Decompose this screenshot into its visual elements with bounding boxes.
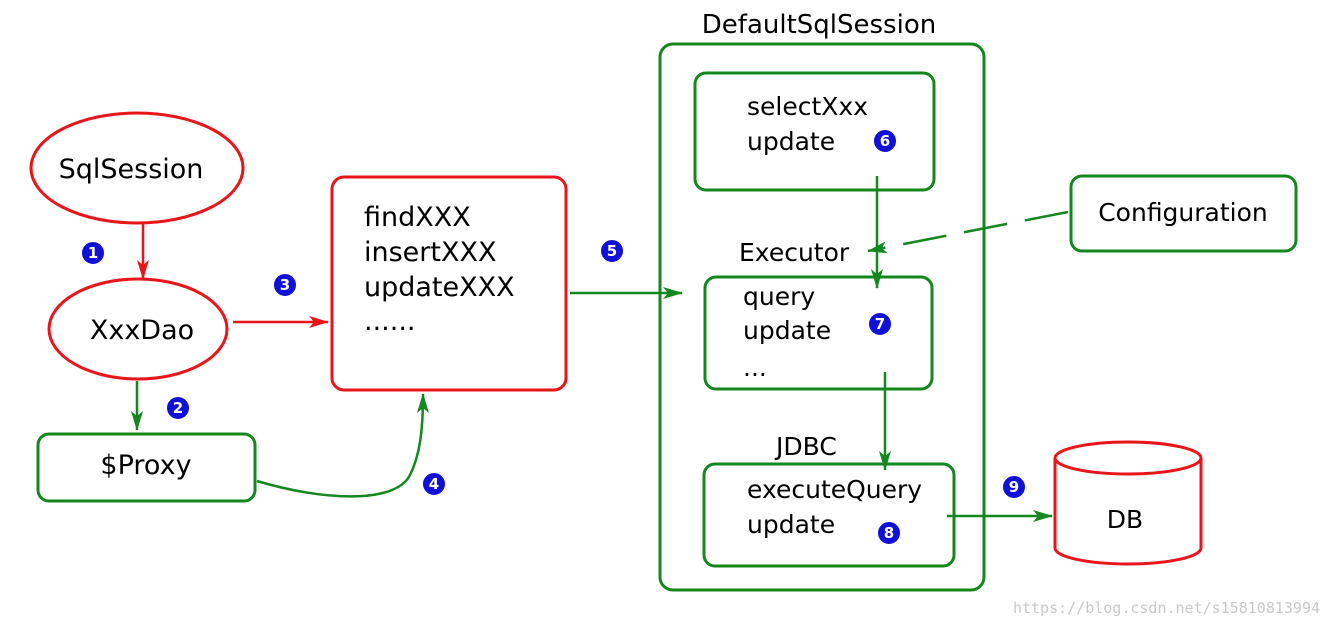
step-badge-4: 4: [421, 471, 447, 497]
step-badge-7: 7: [867, 311, 893, 337]
executor-title: Executor: [739, 238, 850, 267]
svg-text:7: 7: [875, 315, 885, 333]
svg-text:4: 4: [429, 475, 439, 493]
arrow-proxy-to-methods: [256, 393, 429, 498]
selectxxx-line-1: selectXxx: [747, 92, 868, 121]
svg-text:8: 8: [884, 524, 894, 542]
methods-line-1: findXXX: [364, 202, 471, 233]
step-badge-3: 3: [272, 272, 298, 298]
watermark: https://blog.csdn.net/s15810813994: [1013, 599, 1320, 617]
jdbc-line-1: executeQuery: [747, 475, 922, 504]
step-badge-6: 6: [872, 128, 898, 154]
methods-box: [330, 175, 568, 392]
svg-text:3: 3: [280, 276, 290, 294]
step-badge-9: 9: [1001, 474, 1027, 500]
jdbc-title: JDBC: [774, 432, 837, 461]
selectxxx-line-2: update: [747, 127, 835, 156]
step-badge-8: 8: [876, 520, 902, 546]
step-badge-2: 2: [165, 395, 191, 421]
step-badge-1: 1: [80, 240, 106, 266]
step-badge-5: 5: [599, 238, 625, 264]
db-cylinder: [1053, 440, 1203, 566]
xxxdao-label: XxxDao: [90, 315, 194, 346]
proxy-label: $Proxy: [100, 450, 191, 481]
svg-text:9: 9: [1009, 478, 1019, 496]
svg-text:1: 1: [88, 244, 98, 262]
configuration-label: Configuration: [1098, 198, 1268, 227]
sqlsession-label: SqlSession: [59, 154, 204, 185]
sqlsession-node: [29, 111, 245, 225]
proxy-box: [36, 432, 257, 503]
methods-line-2: insertXXX: [364, 237, 496, 268]
jdbc-line-2: update: [747, 510, 835, 539]
default-sql-session-container: [658, 42, 986, 592]
db-label: DB: [1107, 505, 1143, 534]
executor-line-2: update: [743, 316, 831, 345]
default-sql-session-title: DefaultSqlSession: [702, 10, 936, 40]
executor-box: [703, 275, 934, 391]
svg-text:2: 2: [173, 399, 183, 417]
selectxxx-box: [693, 71, 936, 192]
svg-text:5: 5: [607, 242, 617, 260]
methods-line-3: updateXXX: [364, 272, 515, 303]
executor-line-3: ...: [743, 353, 767, 382]
methods-line-4: ......: [364, 306, 416, 337]
configuration-box: [1069, 174, 1298, 253]
executor-line-1: query: [743, 282, 815, 311]
svg-text:6: 6: [880, 132, 890, 150]
arrow-configuration-to-executor: [867, 210, 1069, 254]
